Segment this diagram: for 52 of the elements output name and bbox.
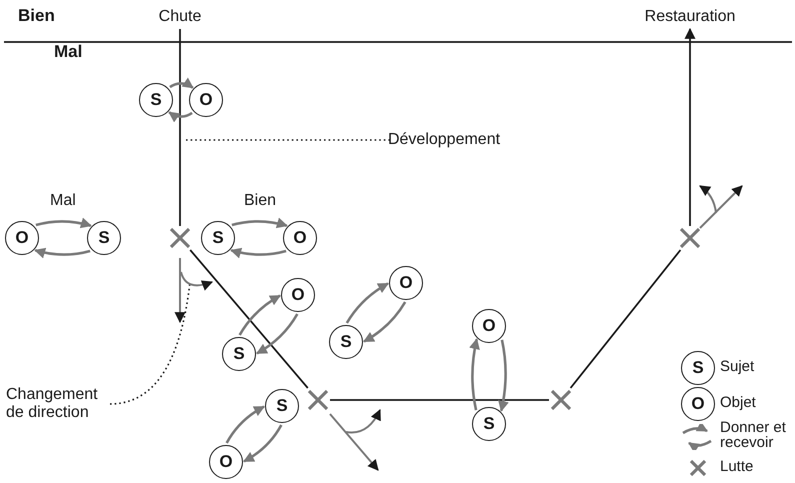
category-label: Bien <box>18 6 55 26</box>
letter-circle: S <box>201 221 235 255</box>
arrow <box>346 282 389 324</box>
letter-circle: S <box>87 221 121 255</box>
letter-circle: O <box>389 266 423 300</box>
struggle-cross-icon <box>549 388 573 412</box>
letter-circle: O <box>189 83 223 117</box>
arrow <box>363 301 406 343</box>
callout-text: Changement de direction <box>6 384 110 424</box>
struggle-cross-icon <box>306 388 330 412</box>
letter-circle: O <box>5 221 39 255</box>
path-line <box>570 249 682 389</box>
exchange-label: Mal <box>50 192 76 210</box>
arrow <box>256 313 298 354</box>
legend-label: Lutte <box>720 459 754 474</box>
letter-circle: O <box>209 445 243 479</box>
letter-circle: O <box>281 278 315 312</box>
arrow <box>226 406 265 444</box>
legend-label: Objet <box>720 395 756 410</box>
arrow <box>684 28 696 226</box>
path-line <box>179 29 181 226</box>
letter-circle: O <box>472 309 506 343</box>
legend-symbol: O <box>681 387 715 421</box>
letter-circle: O <box>283 221 317 255</box>
path-line <box>190 249 308 389</box>
legend-label: Donner et recevoir <box>720 420 787 450</box>
path-line <box>330 399 549 401</box>
letter-circle: S <box>472 407 506 441</box>
arrow <box>168 111 193 122</box>
stage-label: Restauration <box>638 5 742 29</box>
callout-text: Développement <box>390 129 498 151</box>
letter-circle: S <box>222 337 256 371</box>
letter-circle: S <box>265 389 299 423</box>
category-label: Mal <box>54 42 82 62</box>
letter-circle: S <box>139 83 173 117</box>
arrow <box>243 424 282 462</box>
struggle-cross-icon <box>168 226 192 250</box>
stage-label: Chute <box>152 5 208 29</box>
arrow <box>34 248 90 258</box>
exchange-label: Bien <box>244 192 276 210</box>
leader-line <box>184 139 390 141</box>
arrow <box>169 78 194 89</box>
arrow <box>498 340 509 412</box>
arrow <box>230 248 286 258</box>
arrow <box>238 294 281 336</box>
arrow <box>232 218 288 228</box>
arrow <box>36 218 92 228</box>
arrow <box>469 338 480 410</box>
struggle-cross-icon <box>678 226 702 250</box>
legend-symbol: S <box>681 351 715 385</box>
legend-label: Sujet <box>720 359 754 374</box>
letter-circle: S <box>329 325 363 359</box>
